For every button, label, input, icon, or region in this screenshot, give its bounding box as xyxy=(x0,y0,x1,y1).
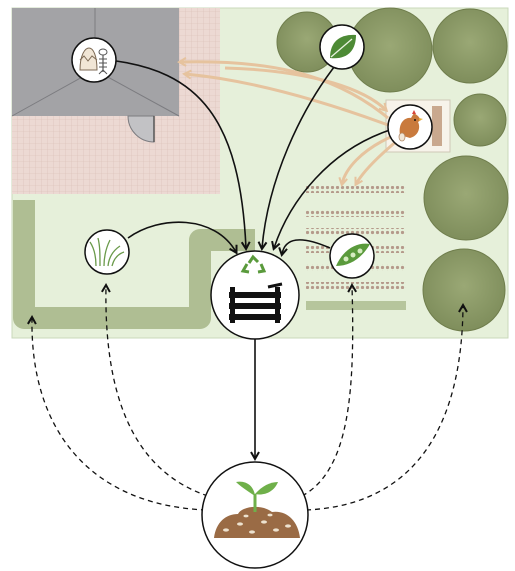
grass-clippings-node xyxy=(84,229,130,275)
chicken-arrows xyxy=(180,62,399,184)
soil-to-rows-arrow xyxy=(301,286,353,497)
peas-to-bin-arrow xyxy=(282,239,331,254)
leaf-icon xyxy=(330,34,356,59)
finished-compost-node xyxy=(201,461,309,569)
chicken-to-patio-arrow xyxy=(180,62,389,120)
return-arrows xyxy=(32,286,463,511)
chicken-egg-icon xyxy=(398,110,423,142)
sprout-soil-icon xyxy=(214,481,300,538)
chicken-to-rows-arrow-2 xyxy=(356,138,399,184)
chickens-node xyxy=(387,104,433,150)
input-arrows xyxy=(107,59,391,458)
trees xyxy=(276,7,509,332)
recycle-bin-icon xyxy=(229,254,283,323)
soil-to-grass-arrow xyxy=(106,286,209,497)
pea-pod-icon xyxy=(336,243,370,266)
hedge xyxy=(13,200,255,329)
leaves-node xyxy=(319,24,365,70)
soil-to-hedge-left-arrow xyxy=(32,318,207,511)
chicken-to-house-arrow xyxy=(185,74,389,127)
egg-shell-fish-bone-icon xyxy=(79,47,108,75)
chicken-to-bin-arrow xyxy=(274,129,391,248)
grass-icon xyxy=(89,237,125,267)
garden-waste-node xyxy=(329,233,375,279)
leaves-to-bin-arrow xyxy=(262,61,339,248)
soil-to-tree-arrow xyxy=(305,306,463,511)
grass-to-bin-arrow xyxy=(127,221,236,252)
compost-bin-node xyxy=(210,250,300,340)
kitchen-to-bin-arrow xyxy=(107,59,246,248)
kitchen-scraps-node xyxy=(71,37,117,83)
chicken-to-rows-arrow-1 xyxy=(342,133,396,184)
